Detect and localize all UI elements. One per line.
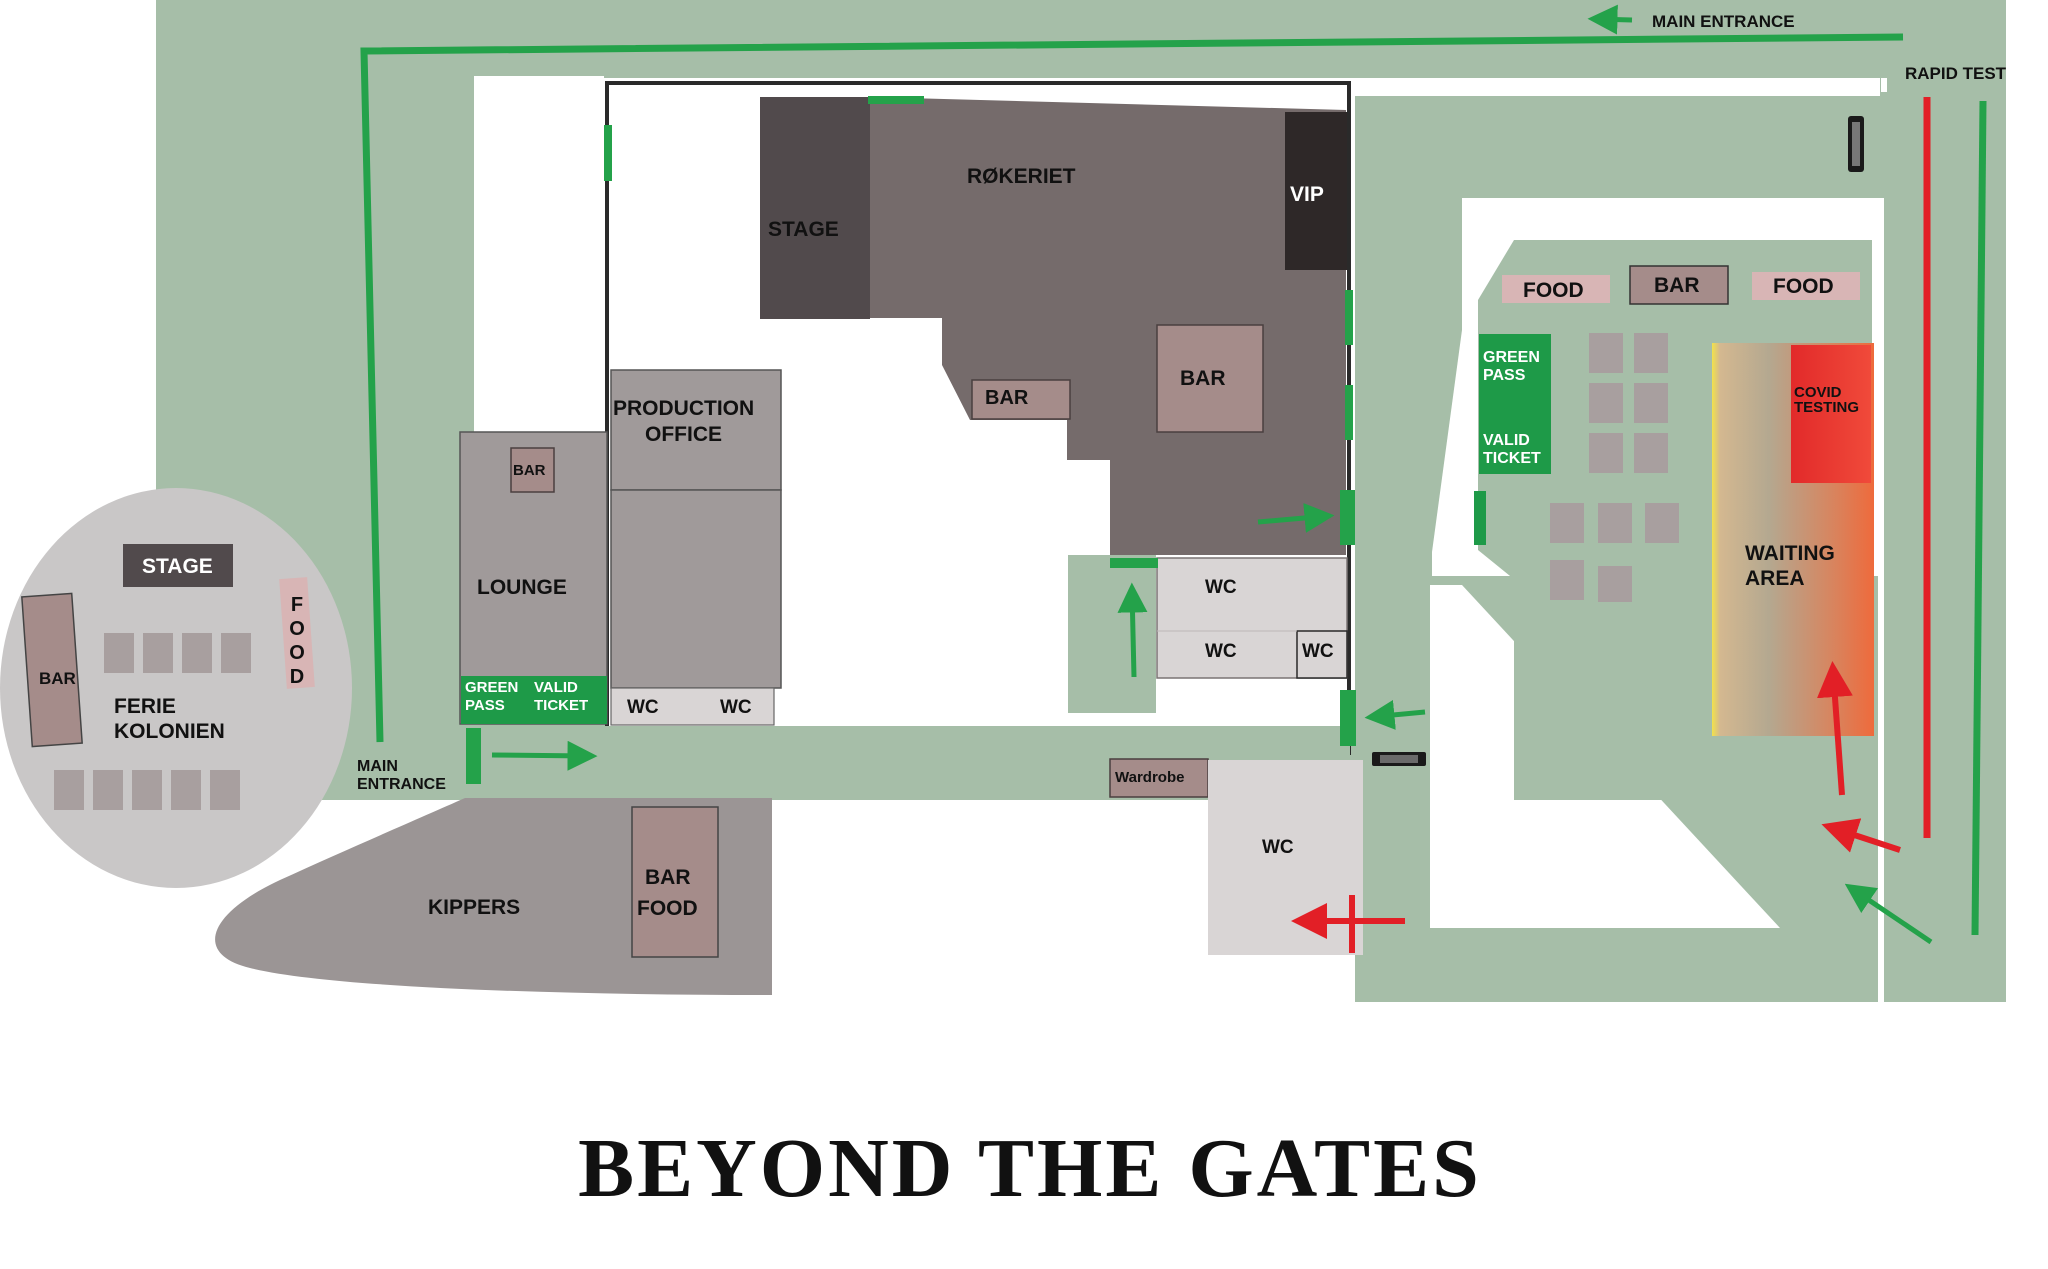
- label-ferie-food-o1: O: [289, 618, 305, 640]
- map-title: BEYOND THE GATES: [578, 1122, 1482, 1215]
- rokeriet-stage: [760, 97, 870, 319]
- label-waiting-1: WAITING: [1745, 542, 1835, 565]
- label-kippers-bar: BAR: [645, 866, 691, 889]
- rokeriet-bar-small: [971, 379, 1071, 420]
- label-green-pass-1: GREEN: [465, 679, 518, 696]
- outdoor-bar: [1629, 265, 1729, 305]
- label-kippers-food: FOOD: [637, 897, 698, 920]
- lounge-bar: [510, 447, 555, 493]
- label-wc-1: WC: [1205, 577, 1237, 598]
- label-main-entrance-top: MAIN ENTRANCE: [1652, 12, 1795, 31]
- label-production: PRODUCTION: [613, 397, 754, 420]
- label-wc-2: WC: [1205, 641, 1237, 662]
- label-waiting-2: AREA: [1745, 567, 1805, 590]
- label-wc-annex: WC: [1262, 837, 1294, 858]
- label-covid-1: COVID: [1794, 384, 1842, 401]
- label-rapid-test: RAPID TEST: [1905, 64, 2007, 83]
- label-stage: STAGE: [768, 218, 839, 241]
- rokeriet-hall: [870, 97, 1346, 555]
- label-kippers: KIPPERS: [428, 896, 520, 919]
- wc-small: [1296, 630, 1348, 679]
- label-lounge: LOUNGE: [477, 576, 567, 599]
- outdoor-seating: [1550, 333, 1679, 602]
- kippers-bar-food: [631, 806, 719, 958]
- inner-walkway: [1068, 555, 1156, 713]
- ferie-seating-top: [104, 633, 251, 673]
- label-office: OFFICE: [645, 423, 722, 446]
- label-lounge-bar: BAR: [513, 462, 546, 479]
- main-entrance-arrow: [1587, 4, 1633, 35]
- label-covid-2: TESTING: [1794, 399, 1859, 416]
- label-outdoor-bar: BAR: [1654, 274, 1700, 297]
- label-out-valid-2: TICKET: [1483, 450, 1541, 467]
- covid-testing-area: [1791, 345, 1871, 483]
- map-labels: MAIN ENTRANCE RAPID TEST MAIN ENTRANCE S…: [39, 12, 2007, 1215]
- label-ferie-food-d: D: [290, 666, 304, 688]
- label-ferie-2: KOLONIEN: [114, 720, 225, 743]
- label-rokeriet: RØKERIET: [967, 165, 1076, 188]
- label-ferie-stage: STAGE: [142, 555, 213, 578]
- label-ferie-food-o2: O: [289, 642, 305, 664]
- label-ferie-food-f: F: [291, 594, 303, 616]
- label-valid-ticket-1: VALID: [534, 679, 578, 696]
- label-wc-prod-2: WC: [720, 697, 752, 718]
- ferie-bar: [21, 592, 83, 748]
- green-gates: [466, 96, 1356, 784]
- label-out-green-1: GREEN: [1483, 349, 1540, 366]
- label-bar-small: BAR: [985, 387, 1029, 409]
- green-flow-arrows: [491, 503, 1933, 945]
- label-wc-3: WC: [1302, 641, 1334, 662]
- red-flow-arrows: [1291, 661, 1901, 953]
- ferie-food: [279, 577, 315, 689]
- outdoor-pass-check: [1479, 334, 1551, 474]
- outdoor-gate: [1474, 491, 1486, 545]
- label-ferie-1: FERIE: [114, 695, 176, 718]
- label-out-valid-1: VALID: [1483, 432, 1530, 449]
- label-out-green-2: PASS: [1483, 367, 1526, 384]
- label-wardrobe: Wardrobe: [1115, 769, 1184, 786]
- vip-area: [1285, 112, 1347, 270]
- production-office-annex: [610, 489, 782, 689]
- label-bar-large: BAR: [1180, 367, 1226, 390]
- food-stall-right: [1752, 272, 1860, 300]
- label-vip: VIP: [1290, 183, 1324, 206]
- ferie-seating-bottom: [54, 770, 240, 810]
- rokeriet-bar-large: [1156, 324, 1264, 433]
- ferie-stage: [123, 544, 233, 587]
- ferie-kolonien-area: [0, 488, 352, 888]
- label-wc-prod-1: WC: [627, 697, 659, 718]
- food-stall-left: [1502, 275, 1610, 303]
- main-entrance-route: [360, 33, 1904, 743]
- label-green-pass-2: PASS: [465, 697, 505, 714]
- wc-production: [610, 687, 775, 726]
- label-food-right: FOOD: [1773, 275, 1834, 298]
- label-main-entrance-left-2: ENTRANCE: [357, 776, 446, 793]
- lounge-pass-check: [461, 676, 607, 724]
- label-main-entrance-left-1: MAIN: [357, 758, 398, 775]
- label-valid-ticket-2: TICKET: [534, 697, 588, 714]
- rapid-test-lane-green: [1971, 100, 1987, 936]
- production-office: [610, 369, 782, 491]
- label-food-left: FOOD: [1523, 279, 1584, 302]
- label-ferie-bar: BAR: [39, 669, 76, 688]
